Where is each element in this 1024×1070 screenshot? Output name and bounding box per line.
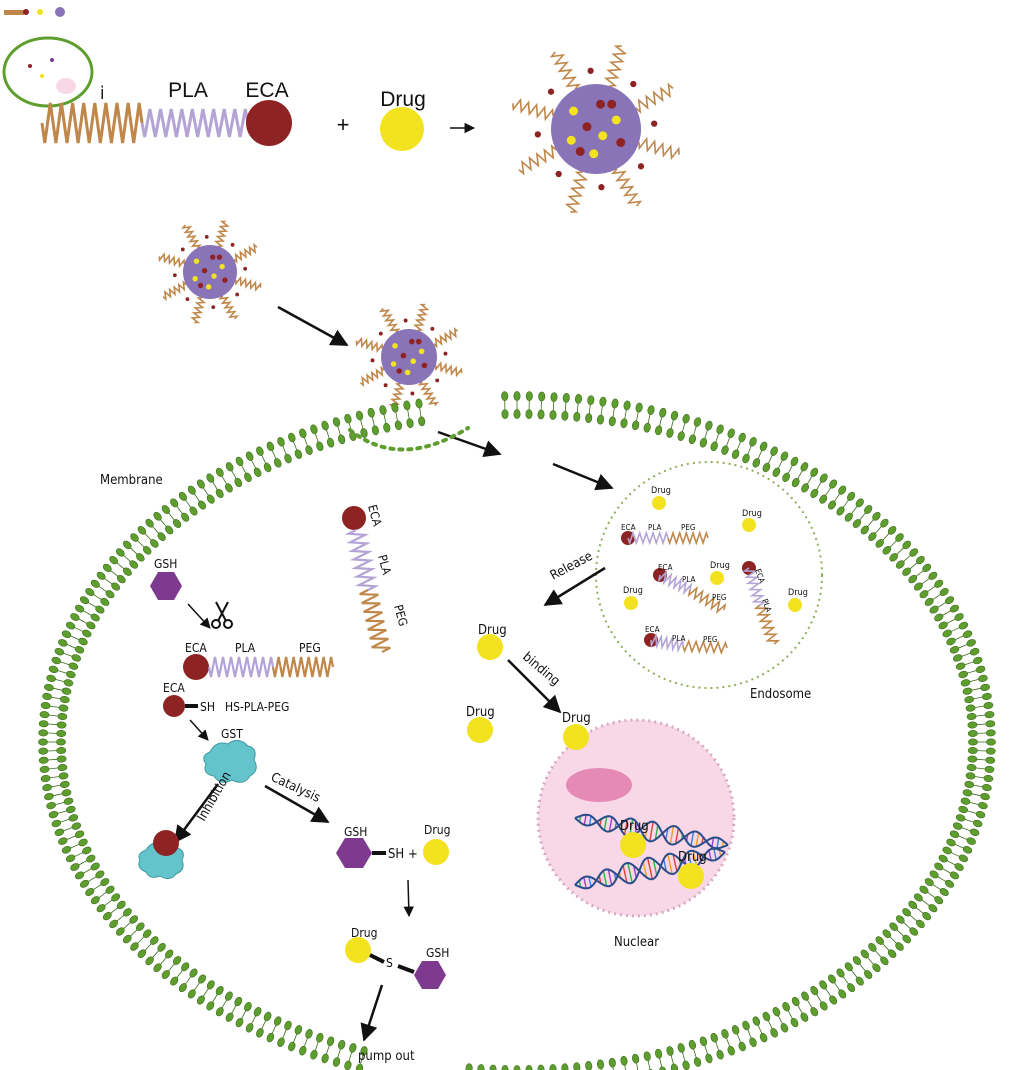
label-pla-chain: PLA bbox=[235, 641, 256, 655]
endosome bbox=[595, 461, 823, 689]
label-endo-drug-4: Drug bbox=[710, 561, 730, 571]
label-endo-c4-peg: PEG bbox=[703, 635, 717, 644]
drug-released bbox=[477, 634, 503, 660]
dna-helix-icon bbox=[574, 813, 729, 850]
drug-molecule-top bbox=[380, 107, 424, 151]
arrow-to-endosome bbox=[552, 462, 614, 491]
nucleolus bbox=[566, 768, 632, 802]
nucleus bbox=[536, 718, 736, 918]
label-endo-c1-peg: PEG bbox=[681, 523, 695, 532]
label-eca-chain: ECA bbox=[185, 641, 207, 655]
label-peg-vertical: PEG bbox=[391, 603, 410, 628]
drug-dna-2 bbox=[678, 863, 704, 889]
label-endosome: Endosome bbox=[750, 687, 811, 702]
arrow-gsh-cleave bbox=[187, 603, 211, 629]
arrow-pump-out bbox=[360, 984, 384, 1042]
label-gsh-3: GSH bbox=[426, 946, 449, 960]
drug-free bbox=[467, 717, 493, 743]
label-pla-vertical: PLA bbox=[375, 553, 394, 577]
label-pump-out: pump out bbox=[358, 1049, 415, 1064]
drug-loaded-micelle bbox=[355, 303, 463, 411]
drug-loaded-micelle bbox=[158, 220, 262, 324]
label-eca-vertical: ECA bbox=[365, 503, 384, 528]
endocytosis-pit bbox=[348, 426, 470, 452]
eca-block-top bbox=[246, 100, 292, 146]
label-eca-top: ECA bbox=[245, 79, 288, 102]
label-endo-c3-pla: PLA bbox=[760, 598, 773, 614]
label-gst: GST bbox=[221, 727, 243, 741]
label-drug-dna-1: Drug bbox=[620, 819, 649, 834]
label-drug-top: Drug bbox=[380, 88, 426, 111]
drug-conjugate bbox=[345, 937, 371, 963]
label-hs-pla-peg: HS-PLA-PEG bbox=[225, 700, 289, 714]
label-peg-chain: PEG bbox=[299, 641, 321, 655]
arrow-approach bbox=[277, 305, 349, 347]
label-sh-1: SH bbox=[200, 700, 215, 714]
cleavable-copolymer bbox=[183, 654, 335, 680]
label-gsh-1: GSH bbox=[154, 557, 177, 571]
eca-thiol bbox=[163, 695, 185, 717]
label-endo-c2-pla: PLA bbox=[682, 575, 696, 584]
scissors-icon bbox=[211, 601, 233, 629]
label-pla-top: PLA bbox=[168, 79, 208, 102]
label-endo-drug-2: Drug bbox=[742, 509, 762, 519]
plus-sign: + bbox=[337, 112, 350, 137]
gsh-hexagon-2 bbox=[336, 838, 372, 868]
drug-catalysis bbox=[423, 839, 449, 865]
label-catalysis: Catalysis bbox=[268, 770, 322, 806]
label-drug-conjugate: Drug bbox=[351, 926, 377, 940]
label-endo-drug-1: Drug bbox=[651, 486, 671, 496]
arrow-entry bbox=[437, 430, 502, 457]
drug-bound-nucleus bbox=[563, 724, 589, 750]
gsh-hexagon-1 bbox=[150, 572, 182, 600]
eca-bound-gst bbox=[153, 830, 179, 856]
arrow-catalysis bbox=[264, 784, 330, 824]
label-endo-drug-3: Drug bbox=[623, 586, 643, 596]
thumbnail-inset bbox=[2, 7, 94, 108]
arrow-conjugate bbox=[403, 879, 414, 918]
copolymer-chain-top bbox=[40, 100, 292, 146]
label-eca-sh: ECA bbox=[163, 681, 185, 695]
label-drug-free: Drug bbox=[466, 705, 495, 720]
cell-membrane bbox=[38, 391, 996, 1070]
label-membrane: Membrane bbox=[100, 473, 163, 488]
label-endo-c2-peg: PEG bbox=[712, 593, 726, 602]
label-s: S bbox=[386, 956, 393, 970]
arrow-binding bbox=[507, 659, 562, 714]
label-endo-drug-5: Drug bbox=[788, 588, 808, 598]
label-nuclear: Nuclear bbox=[614, 935, 659, 950]
label-i: i bbox=[100, 83, 105, 104]
arrow-release bbox=[543, 566, 606, 607]
label-sh-plus: SH + bbox=[388, 847, 418, 862]
gsh-hexagon-3 bbox=[414, 961, 446, 989]
label-endo-c2-eca: ECA bbox=[658, 563, 673, 572]
arrow-inhibition bbox=[173, 783, 220, 844]
vertical-copolymer bbox=[342, 506, 391, 653]
drug-dna-1 bbox=[620, 832, 646, 858]
label-endo-c1-eca: ECA bbox=[621, 523, 636, 532]
drug-loaded-micelle bbox=[512, 45, 680, 213]
label-drug-catalysis: Drug bbox=[424, 823, 450, 837]
label-endo-c4-pla: PLA bbox=[672, 634, 686, 643]
label-endo-c3-eca: ECA bbox=[753, 568, 766, 585]
dna-helix-icon bbox=[574, 847, 726, 890]
arrow-to-gst bbox=[189, 719, 209, 741]
label-binding: binding bbox=[519, 650, 562, 690]
gst-enzyme bbox=[203, 740, 257, 783]
label-drug-dna-2: Drug bbox=[678, 850, 707, 865]
label-drug-released: Drug bbox=[478, 623, 507, 638]
label-endo-c4-eca: ECA bbox=[645, 625, 660, 634]
label-gsh-2: GSH bbox=[344, 825, 367, 839]
label-drug-bound: Drug bbox=[562, 711, 591, 726]
label-endo-c1-pla: PLA bbox=[648, 523, 662, 532]
